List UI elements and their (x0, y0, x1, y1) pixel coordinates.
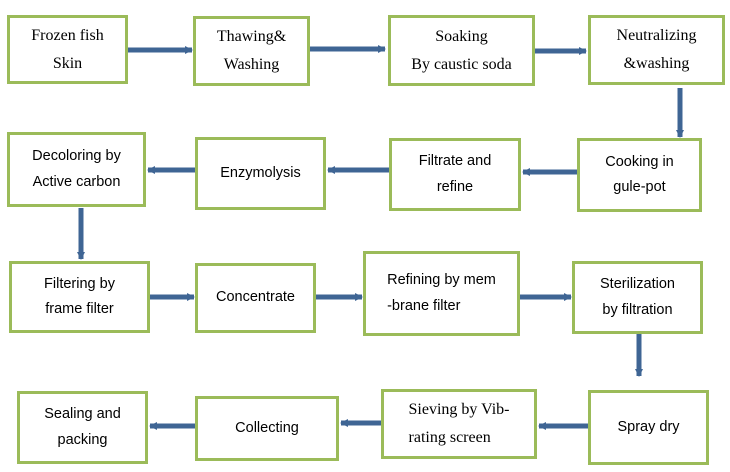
step-enzymolysis: Enzymolysis (195, 137, 326, 210)
step-line: Frozen fish (31, 26, 104, 44)
step-line: Filtering by (44, 275, 115, 292)
step-line: Concentrate (216, 289, 295, 306)
step-line: Sealing and (44, 406, 121, 423)
step-frozen-fish-skin: Frozen fish Skin (7, 15, 128, 84)
step-line: Washing (223, 56, 280, 73)
step-refining-membrane: Refining by mem -brane filter (363, 251, 520, 336)
step-line: by filtration (602, 301, 673, 318)
step-line: Enzymolysis (220, 164, 301, 181)
step-line: Filtrate and (418, 153, 492, 170)
step-sealing-packing: Sealing and packing (17, 391, 148, 464)
step-neutralizing-washing: Neutralizing &washing (588, 15, 725, 85)
step-line: Sieving by Vib- (408, 401, 510, 418)
step-sterilization: Sterilization by filtration (572, 261, 703, 334)
step-line: Neutralizing (616, 27, 697, 44)
step-cooking: Cooking in gule-pot (577, 138, 702, 212)
step-line: Spray dry (617, 418, 680, 435)
step-line: Active carbon (32, 173, 121, 190)
step-line: gule-pot (613, 179, 666, 195)
step-line: Skin (52, 54, 83, 72)
step-line: frame filter (45, 301, 114, 317)
step-line: Thawing& (216, 28, 287, 45)
step-line: Cooking in (605, 153, 674, 170)
step-thawing-washing: Thawing& Washing (193, 16, 310, 86)
step-decoloring: Decoloring by Active carbon (7, 132, 146, 207)
step-soaking: Soaking By caustic soda (388, 15, 535, 86)
step-line: &washing (623, 55, 690, 72)
step-line: packing (57, 431, 108, 448)
step-filtering: Filtering by frame filter (9, 261, 150, 333)
step-sieving: Sieving by Vib- rating screen (381, 389, 537, 459)
step-concentrate: Concentrate (195, 263, 316, 333)
step-line: Soaking (435, 27, 488, 45)
step-line: Collecting (235, 419, 299, 436)
step-line: -brane filter (387, 297, 461, 314)
step-line: rating screen (408, 429, 491, 446)
step-line: Sterilization (600, 276, 675, 293)
step-line: By caustic soda (411, 55, 512, 73)
step-line: Refining by mem (387, 272, 496, 289)
step-line: refine (436, 178, 474, 195)
step-collecting: Collecting (195, 396, 339, 461)
step-spray-dry: Spray dry (588, 390, 709, 465)
step-line: Decoloring by (32, 148, 121, 165)
step-filtrate-refine: Filtrate and refine (389, 138, 521, 211)
